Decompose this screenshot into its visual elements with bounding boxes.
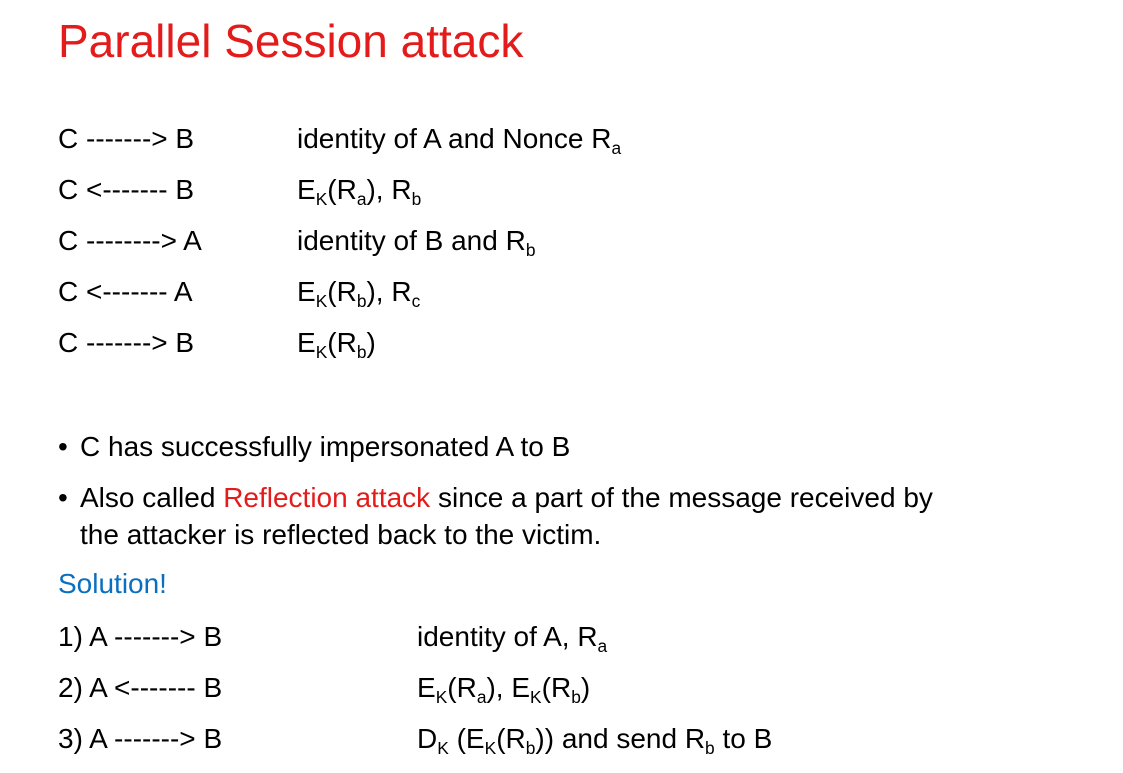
exchange-desc: EK(Rb), Rc — [297, 276, 421, 312]
solution-arrow: 2) A <------- B — [58, 672, 223, 703]
exchange-desc: identity of A and Nonce Ra — [297, 123, 622, 159]
solution-desc: EK(Ra), EK(Rb) — [417, 672, 591, 708]
exchange-desc: EK(Ra), Rb — [297, 174, 422, 210]
slide-title: Parallel Session attack — [58, 15, 524, 67]
reflection-attack-highlight: Reflection attack — [223, 482, 431, 513]
solution-arrow: 1) A -------> B — [58, 621, 223, 652]
exchange-arrow: C <------- A — [58, 276, 193, 307]
solution-desc: identity of A, Ra — [417, 621, 608, 657]
bullet-text: Also called Reflection attack since a pa… — [80, 482, 933, 550]
solution-heading: Solution! — [58, 568, 167, 599]
exchange-desc: EK(Rb) — [297, 327, 376, 363]
exchange-arrow: C -------> B — [58, 123, 195, 154]
exchange-desc: identity of B and Rb — [297, 225, 536, 261]
exchange-arrow: C --------> A — [58, 225, 202, 256]
bullet-dot: • — [58, 482, 68, 513]
solution-arrow: 3) A -------> B — [58, 723, 223, 754]
exchange-arrow: C <------- B — [58, 174, 195, 205]
solution-desc: DK (EK(Rb)) and send Rb to B — [417, 723, 773, 759]
bullet-dot: • — [58, 431, 68, 462]
bullet-text: C has successfully impersonated A to B — [80, 431, 571, 462]
exchange-arrow: C -------> B — [58, 327, 195, 358]
